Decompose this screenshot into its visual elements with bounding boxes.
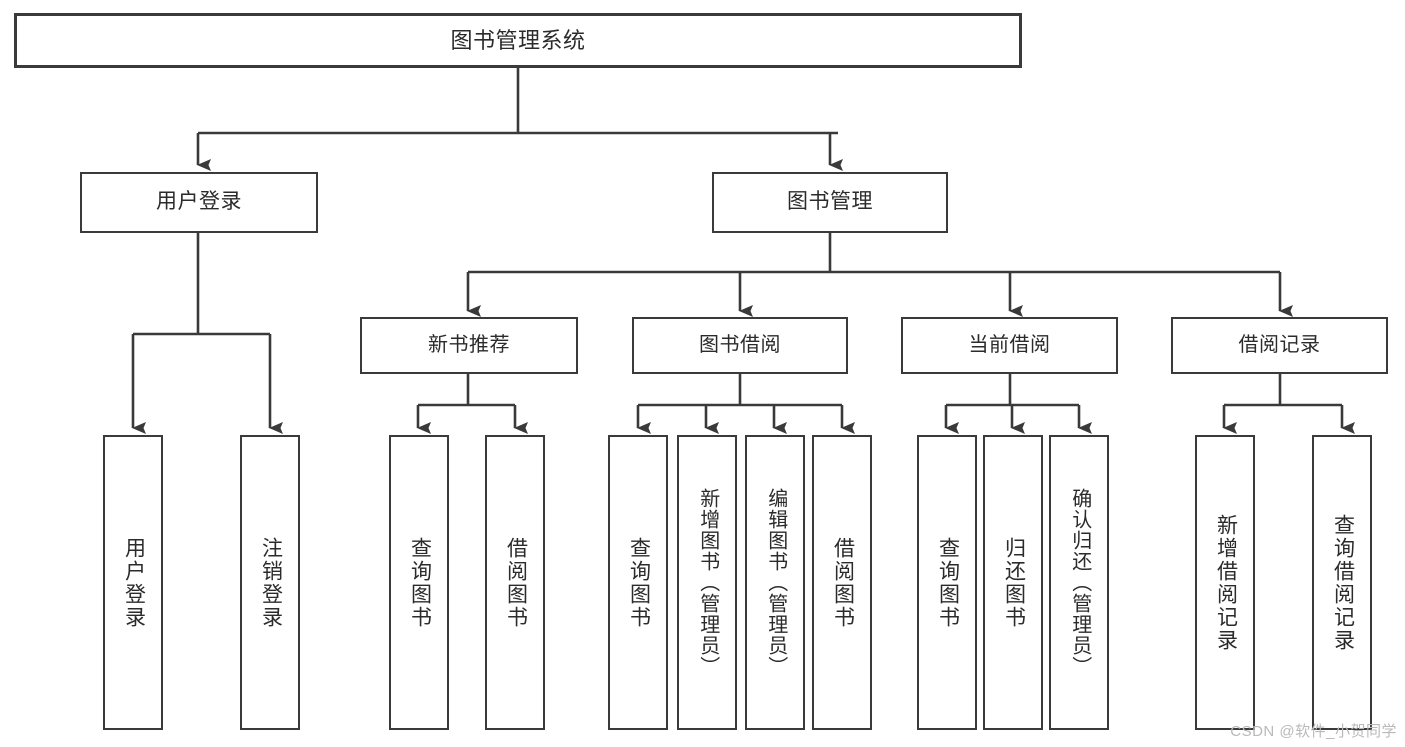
leaf-borrow-record-add-record[interactable]: 新增借阅记录 — [1195, 435, 1255, 730]
leaf-label: 编辑图书（管理员） — [764, 488, 787, 677]
leaf-label: 查询图书 — [408, 536, 432, 629]
leaf-borrow-record-query-record[interactable]: 查询借阅记录 — [1312, 435, 1372, 730]
leaf-label: 查询图书 — [936, 536, 960, 629]
node-root-book-management-system[interactable]: 图书管理系统 — [14, 13, 1022, 68]
leaf-book-borrow-borrow-book[interactable]: 借阅图书 — [812, 435, 872, 730]
node-user-login[interactable]: 用户登录 — [80, 172, 318, 233]
leaf-user-login-login[interactable]: 用户登录 — [103, 435, 163, 730]
leaf-label: 查询图书 — [627, 536, 651, 629]
leaf-new-book-borrow-book[interactable]: 借阅图书 — [485, 435, 545, 730]
node-borrow-record[interactable]: 借阅记录 — [1171, 317, 1388, 374]
leaf-label: 新增图书（管理员） — [696, 488, 719, 677]
leaf-current-borrow-confirm-return-admin[interactable]: 确认归还（管理员） — [1049, 435, 1109, 730]
leaf-current-borrow-return-book[interactable]: 归还图书 — [983, 435, 1043, 730]
node-label: 用户登录 — [156, 190, 242, 214]
node-label: 新书推荐 — [428, 334, 510, 356]
leaf-label: 查询借阅记录 — [1331, 513, 1355, 652]
leaf-current-borrow-query-book[interactable]: 查询图书 — [917, 435, 977, 730]
leaf-new-book-query-book[interactable]: 查询图书 — [389, 435, 449, 730]
node-label: 借阅记录 — [1238, 334, 1321, 356]
node-label: 当前借阅 — [968, 334, 1051, 356]
leaf-label: 借阅图书 — [504, 536, 528, 629]
leaf-label: 归还图书 — [1002, 536, 1026, 629]
node-book-borrow[interactable]: 图书借阅 — [632, 317, 848, 374]
node-new-book-recommend[interactable]: 新书推荐 — [360, 317, 578, 374]
leaf-label: 用户登录 — [122, 536, 146, 629]
node-current-borrow[interactable]: 当前借阅 — [901, 317, 1118, 374]
node-label: 图书借阅 — [699, 334, 781, 356]
watermark-text: CSDN @软件_小贺同学 — [1230, 723, 1397, 740]
leaf-user-login-logout[interactable]: 注销登录 — [240, 435, 300, 730]
leaf-label: 确认归还（管理员） — [1068, 488, 1091, 677]
leaf-book-borrow-query-book[interactable]: 查询图书 — [608, 435, 668, 730]
leaf-label: 注销登录 — [259, 536, 283, 629]
node-book-management[interactable]: 图书管理 — [712, 172, 948, 233]
leaf-book-borrow-edit-book-admin[interactable]: 编辑图书（管理员） — [745, 435, 805, 730]
node-label: 图书管理 — [787, 190, 873, 214]
leaf-label: 新增借阅记录 — [1214, 513, 1238, 652]
leaf-label: 借阅图书 — [831, 536, 855, 629]
node-label: 图书管理系统 — [450, 27, 586, 53]
leaf-book-borrow-add-book-admin[interactable]: 新增图书（管理员） — [677, 435, 737, 730]
